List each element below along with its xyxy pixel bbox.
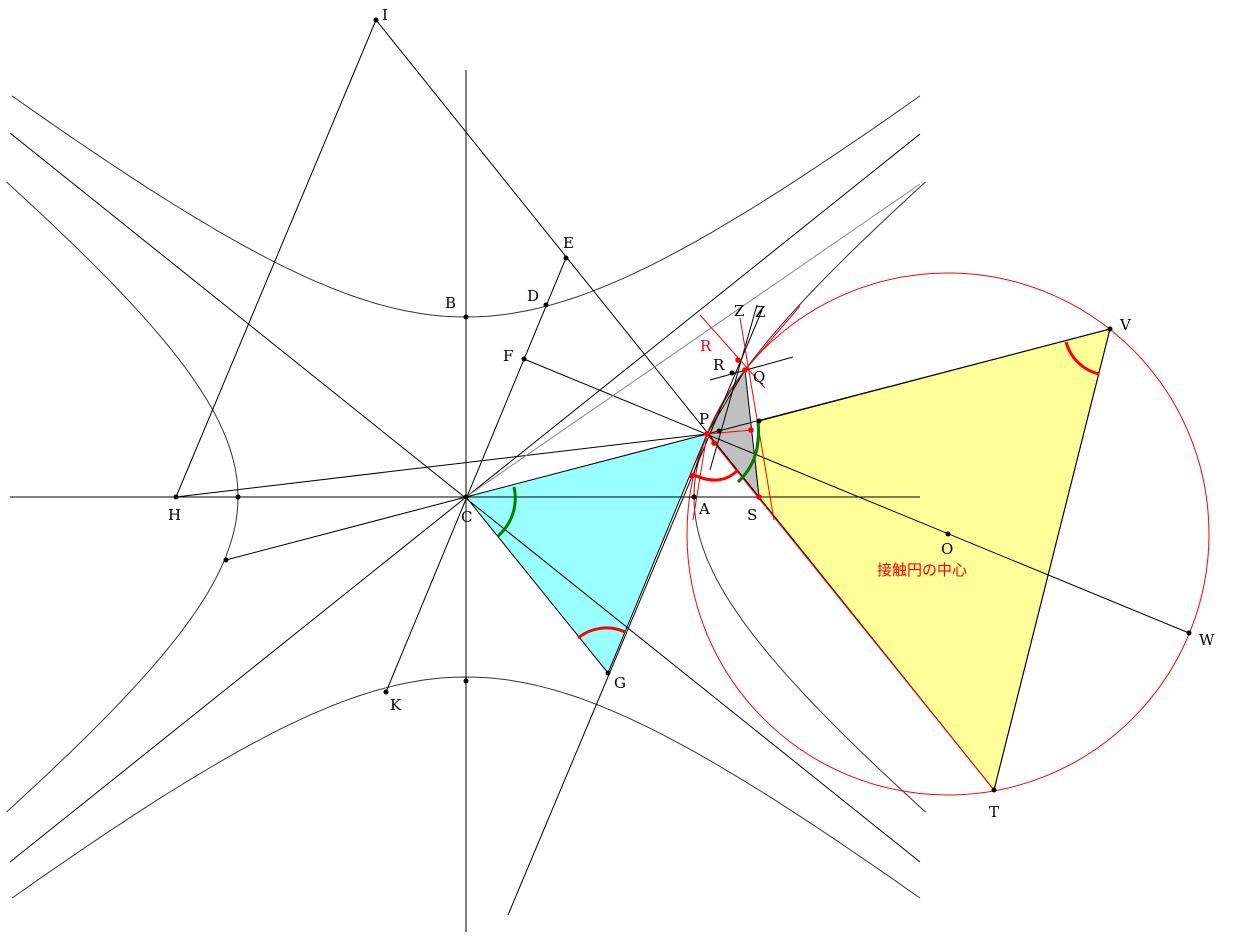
- line-PV: [706, 328, 1111, 435]
- osculating-center-caption: 接触円の中心: [877, 561, 967, 579]
- label-Z1: Z: [734, 302, 744, 320]
- red-point: [735, 357, 741, 363]
- red-point: [711, 440, 717, 446]
- line-C-lower: [225, 496, 467, 561]
- label-E: E: [563, 234, 574, 252]
- point: [173, 494, 179, 500]
- label-V: V: [1119, 316, 1132, 334]
- point: [729, 370, 735, 376]
- label-O: O: [941, 540, 953, 558]
- label-Z2: Z: [755, 303, 765, 321]
- label-T: T: [989, 803, 999, 821]
- line-Z1: [709, 304, 758, 471]
- label-G: G: [614, 674, 626, 692]
- line-KE: [385, 257, 567, 693]
- point: [463, 314, 469, 320]
- angle-arcs: [496, 341, 1100, 640]
- point: [716, 428, 722, 434]
- osculating-circle: [686, 272, 1210, 796]
- line-RQ: [709, 356, 794, 381]
- label-P: P: [699, 410, 709, 428]
- label-B: B: [445, 294, 456, 312]
- label-H: H: [168, 506, 181, 524]
- point: [1186, 630, 1192, 636]
- label-Q: Q: [753, 368, 765, 386]
- label-F: F: [503, 347, 513, 365]
- point: [563, 255, 569, 261]
- red-point: [756, 494, 762, 500]
- point: [543, 302, 549, 308]
- point: [1107, 326, 1113, 332]
- label-A: A: [698, 500, 710, 518]
- red-point: [742, 367, 748, 373]
- red-point: [689, 473, 695, 479]
- line-CQ: [465, 183, 921, 498]
- points: [173, 17, 1192, 793]
- point: [383, 689, 389, 695]
- line-HP: [175, 433, 708, 498]
- point: [373, 17, 379, 23]
- red-point: [748, 427, 754, 433]
- label-I: I: [382, 6, 388, 24]
- point: [463, 678, 469, 684]
- point: [463, 494, 469, 500]
- point: [235, 494, 241, 500]
- labels: I E D B F H C A S G K P Q R R Z Z V T W …: [168, 6, 1215, 821]
- label-S: S: [747, 506, 757, 524]
- label-R-red: R: [700, 337, 712, 355]
- point: [756, 418, 762, 424]
- point: [991, 787, 997, 793]
- line-VT: [993, 328, 1111, 791]
- label-D: D: [527, 287, 539, 305]
- label-K: K: [390, 696, 402, 714]
- label-W: W: [1199, 631, 1215, 649]
- red-point: [704, 431, 710, 437]
- label-R: R: [713, 356, 725, 374]
- point: [223, 557, 229, 563]
- point: [521, 356, 527, 362]
- point: [605, 670, 611, 676]
- label-C: C: [461, 508, 472, 526]
- point: [691, 494, 697, 500]
- red-lines: [692, 305, 995, 791]
- point: [945, 531, 951, 537]
- normal-line-FW: [523, 358, 1190, 634]
- cyan-triangle: [465, 433, 708, 674]
- tangent-line: [507, 309, 763, 916]
- line-IH: [175, 19, 377, 498]
